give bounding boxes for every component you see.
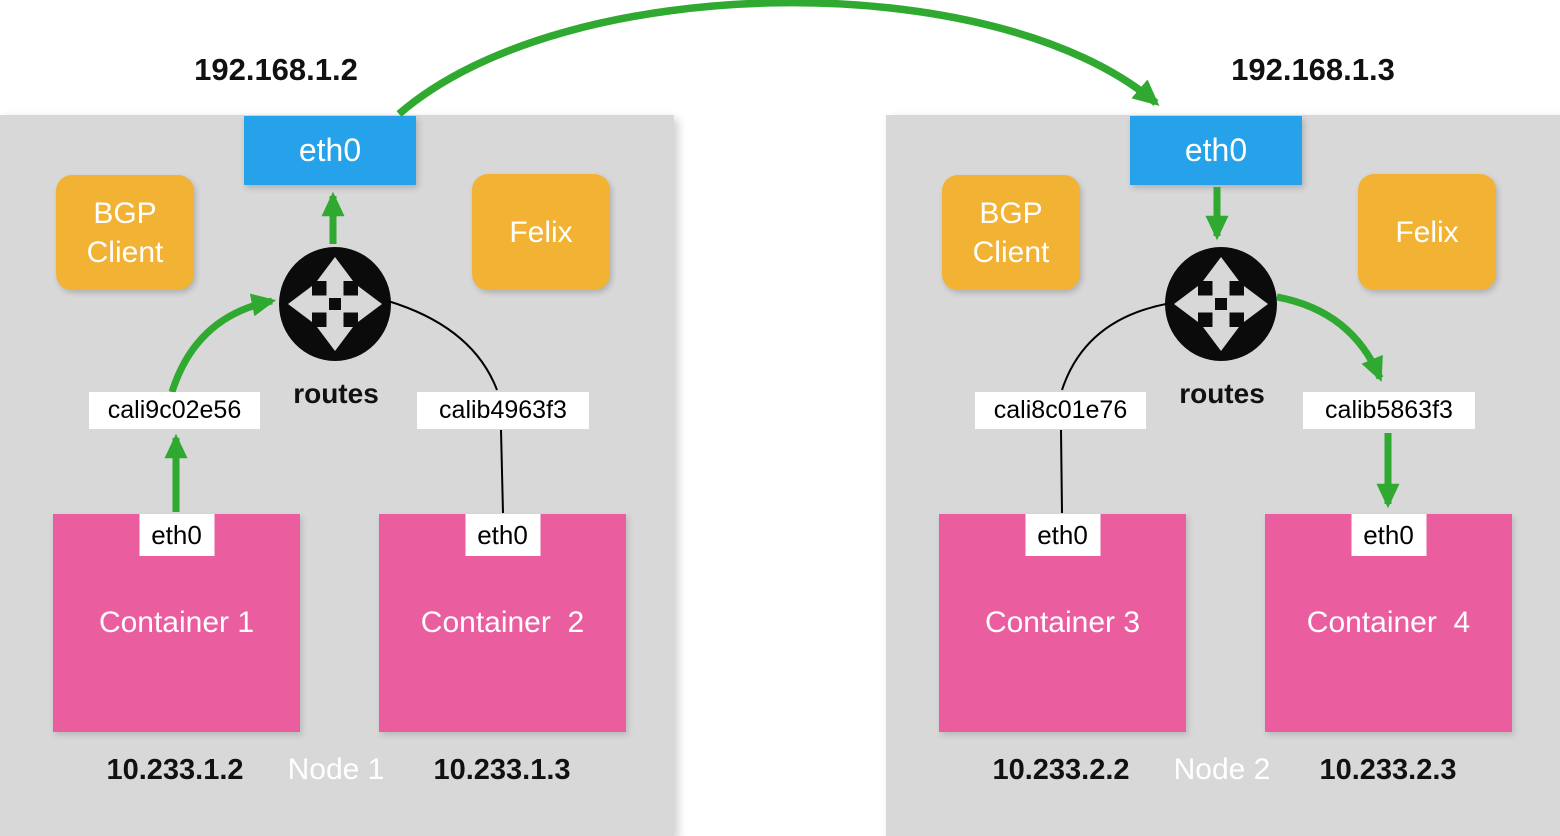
veth-label-calib5863f3: calib5863f3 bbox=[1303, 392, 1475, 429]
bgp-client-box: BGP Client bbox=[942, 175, 1080, 290]
container-2-eth0-label: eth0 bbox=[465, 514, 540, 556]
felix-label: Felix bbox=[509, 215, 573, 249]
bgp-client-label: BGP Client bbox=[86, 196, 164, 269]
container-1-box: eth0 Container 1 bbox=[53, 514, 300, 732]
host-ip-node-2: 192.168.1.3 bbox=[1231, 52, 1395, 87]
container-4-ip: 10.233.2.3 bbox=[1319, 754, 1457, 786]
arrow-eth0-node1-to-eth0-node2 bbox=[396, 0, 1160, 117]
host-eth0-box: eth0 bbox=[1130, 116, 1302, 185]
container-1-eth0-label: eth0 bbox=[139, 514, 214, 556]
container-3-ip: 10.233.2.2 bbox=[992, 754, 1130, 786]
host-eth0-label: eth0 bbox=[298, 132, 362, 168]
container-4-name: Container 4 bbox=[1306, 606, 1471, 639]
host-eth0-label: eth0 bbox=[1184, 132, 1248, 168]
node-2-label: Node 2 bbox=[1173, 753, 1271, 786]
container-2-ip: 10.233.1.3 bbox=[433, 754, 571, 786]
routes-label: routes bbox=[293, 378, 379, 409]
host-eth0-box: eth0 bbox=[244, 116, 416, 185]
container-3-name: Container 3 bbox=[984, 606, 1141, 639]
veth-label-cali9c02e56: cali9c02e56 bbox=[89, 392, 260, 429]
node-1-box: eth0 BGP Client Felix routes cali9c02e56… bbox=[0, 115, 674, 836]
container-4-box: eth0 Container 4 bbox=[1265, 514, 1512, 732]
felix-box: Felix bbox=[472, 174, 610, 290]
veth-label-calib4963f3: calib4963f3 bbox=[417, 392, 589, 429]
container-2-name: Container 2 bbox=[420, 606, 585, 639]
felix-label: Felix bbox=[1395, 215, 1459, 249]
bgp-client-box: BGP Client bbox=[56, 175, 194, 290]
felix-box: Felix bbox=[1358, 174, 1496, 290]
container-4-eth0-label: eth0 bbox=[1351, 514, 1426, 556]
bgp-client-label: BGP Client bbox=[972, 196, 1050, 269]
node-2-box: eth0 BGP Client Felix routes cali8c01e76… bbox=[886, 115, 1560, 836]
container-1-ip: 10.233.1.2 bbox=[106, 754, 244, 786]
container-3-box: eth0 Container 3 bbox=[939, 514, 1186, 732]
routes-label: routes bbox=[1179, 378, 1265, 409]
container-1-name: Container 1 bbox=[98, 606, 255, 639]
host-ip-node-1: 192.168.1.2 bbox=[194, 52, 358, 87]
container-3-eth0-label: eth0 bbox=[1025, 514, 1100, 556]
container-2-box: eth0 Container 2 bbox=[379, 514, 626, 732]
veth-label-cali8c01e76: cali8c01e76 bbox=[975, 392, 1146, 429]
node-1-label: Node 1 bbox=[287, 753, 385, 786]
